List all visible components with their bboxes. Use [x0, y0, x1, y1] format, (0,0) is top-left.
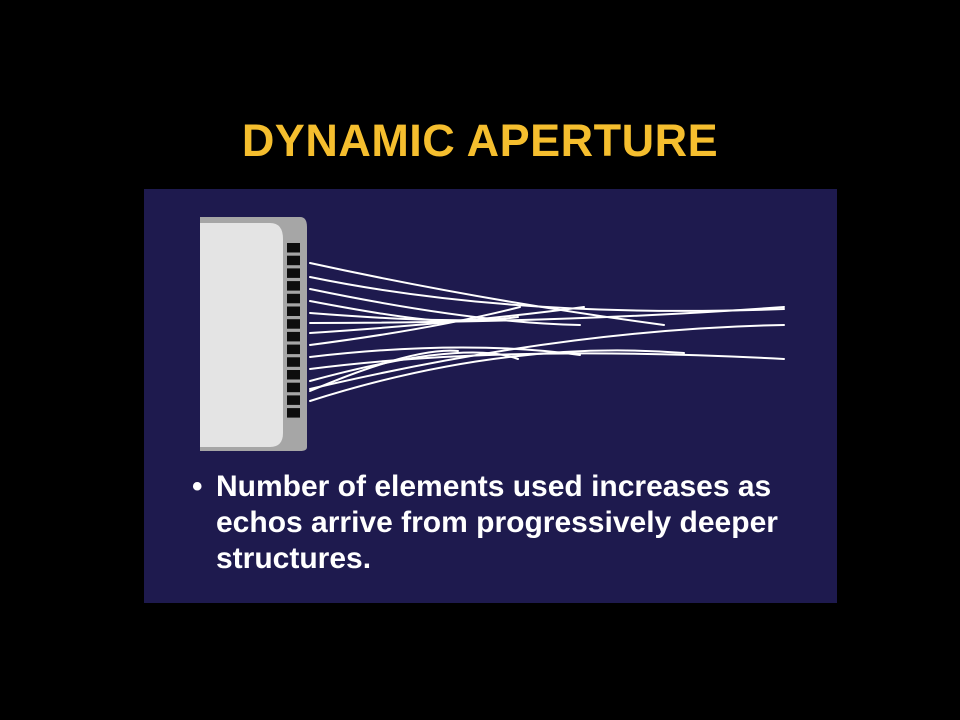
echo-line — [309, 288, 581, 326]
slide-title: DYNAMIC APERTURE — [241, 115, 719, 166]
content-panel: • Number of elements used increases as e… — [144, 189, 837, 603]
echo-line — [309, 346, 581, 358]
transducer-element — [287, 306, 300, 316]
echo-line — [309, 312, 519, 322]
bullet-symbol: • — [192, 470, 203, 503]
transducer-probe — [200, 217, 307, 451]
transducer-element-array — [287, 243, 300, 418]
transducer-element — [287, 268, 300, 278]
bullet-text: Number of elements used increases as ech… — [216, 470, 778, 575]
transducer-element — [287, 331, 300, 342]
transducer-element — [287, 243, 300, 253]
echo-lines — [309, 262, 785, 402]
echo-line — [309, 306, 521, 346]
echo-line — [309, 324, 785, 390]
echo-line — [309, 349, 459, 392]
echo-line — [309, 349, 685, 402]
transducer-element — [287, 293, 300, 304]
echo-line — [309, 351, 519, 382]
transducer-element — [287, 370, 300, 380]
transducer-element — [287, 408, 300, 418]
echo-line — [309, 276, 785, 312]
transducer-element — [287, 281, 300, 291]
transducer-element — [287, 382, 300, 393]
transducer-element — [287, 395, 300, 405]
transducer-body — [200, 223, 283, 447]
echo-line — [309, 306, 785, 324]
transducer-element — [287, 319, 300, 329]
dynamic-aperture-diagram — [200, 217, 785, 451]
transducer-element — [287, 344, 300, 355]
echo-line — [309, 262, 665, 326]
transducer-element — [287, 255, 300, 266]
transducer-element — [287, 357, 300, 367]
echo-line — [309, 352, 785, 370]
